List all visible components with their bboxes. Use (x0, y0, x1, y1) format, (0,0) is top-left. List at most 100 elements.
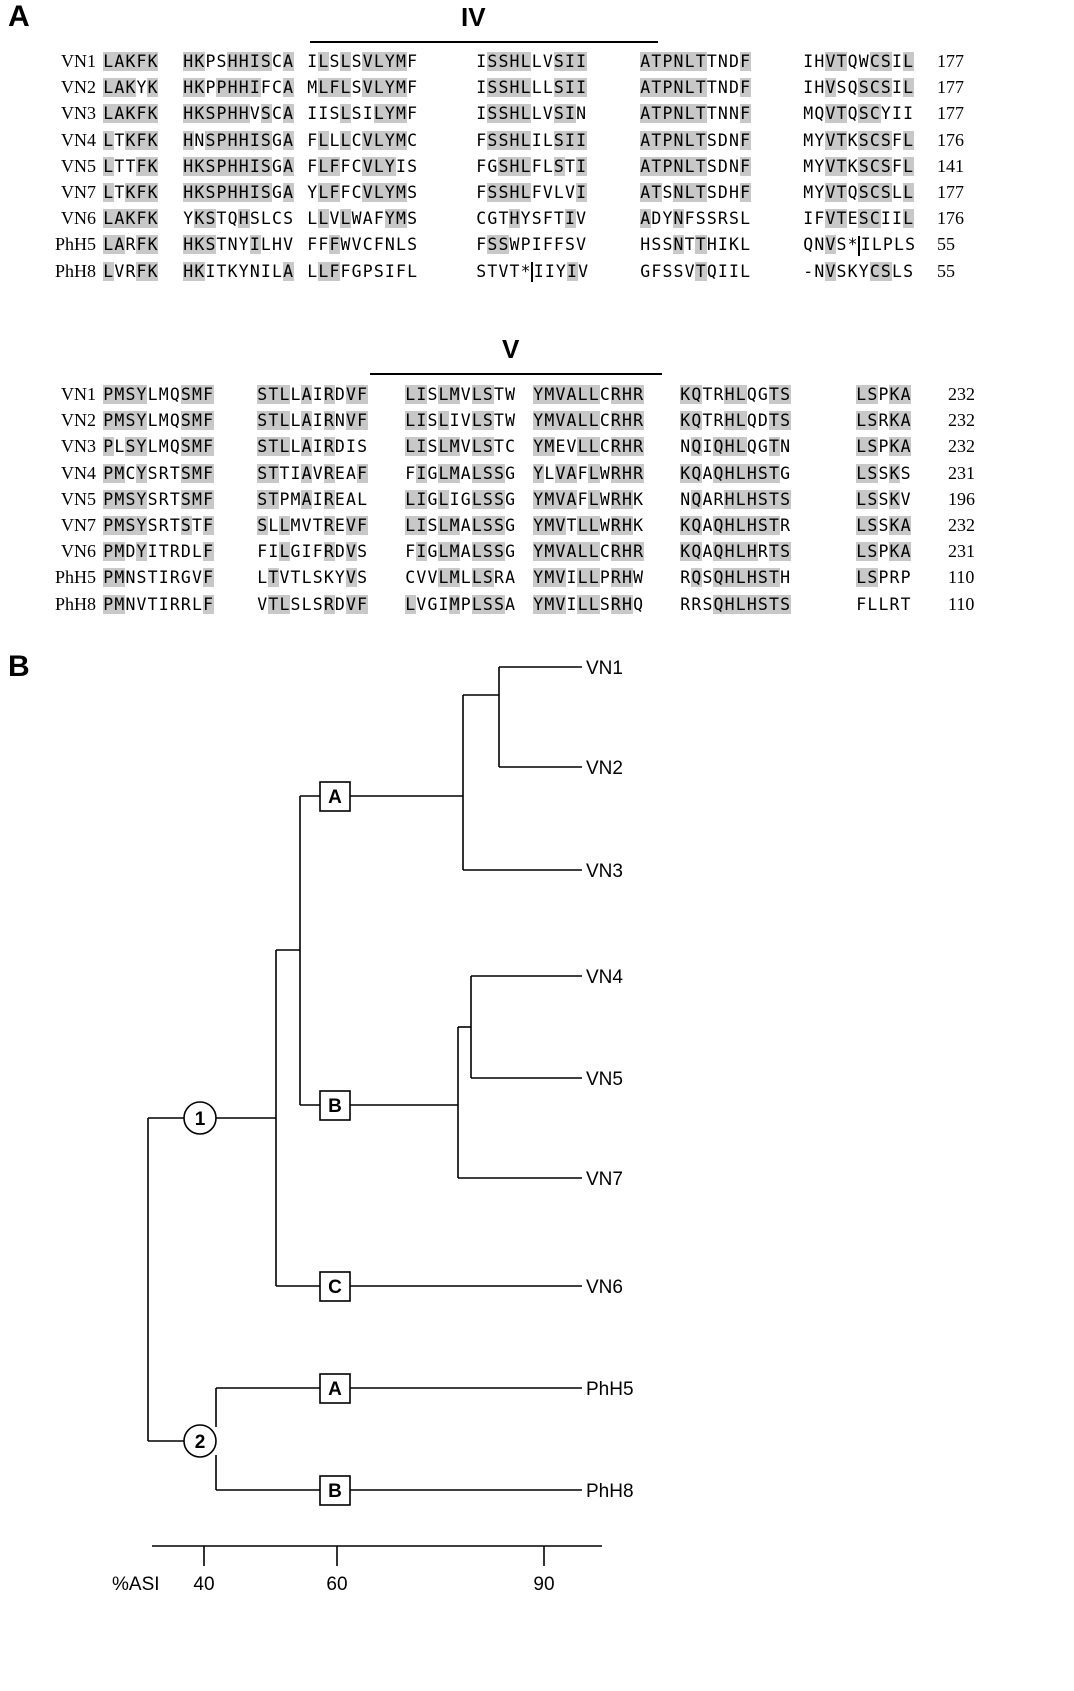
residue: L (290, 385, 302, 404)
residue: T (147, 568, 159, 588)
residue: V (345, 516, 357, 535)
residue: H (724, 463, 736, 483)
sequence-segment: FGSHLFLSTI (476, 156, 587, 176)
sequence-segment: YMVTLLWRHK (533, 516, 644, 535)
residue: A (900, 516, 912, 535)
residue: L (735, 437, 747, 457)
residue: I (312, 437, 324, 457)
residue: S (779, 411, 791, 431)
node-a1-label: A (328, 787, 342, 808)
residue: I (566, 568, 578, 588)
residue: N (729, 156, 740, 176)
residue: L (438, 568, 450, 588)
residue: K (147, 52, 159, 71)
tree-branches (147, 666, 602, 1566)
residue: Y (136, 542, 148, 562)
residue: Y (814, 183, 825, 202)
residue: C (272, 52, 283, 71)
residue: S (482, 411, 494, 431)
residue: L (520, 52, 532, 71)
residue: M (449, 385, 461, 404)
region-iv-bar (310, 41, 658, 43)
node-markers: 1 2 A B C A B (183, 781, 351, 1506)
residue: S (487, 130, 499, 150)
sequence-name: VN5 (61, 155, 96, 176)
residue: I (564, 209, 576, 229)
residue: I (860, 235, 872, 255)
residue: R (610, 437, 622, 457)
residue: M (395, 78, 407, 98)
residue: I (396, 156, 407, 176)
residue: N (673, 156, 685, 176)
residue: N (673, 104, 685, 124)
sequence-segment: LTKFK (103, 183, 159, 202)
residue: L (542, 78, 554, 98)
residue: S (702, 594, 713, 614)
residue: L (373, 183, 385, 202)
residue: S (779, 594, 791, 614)
residue: S (427, 385, 438, 404)
residue: A (282, 104, 294, 124)
residue: F (340, 261, 352, 281)
residue: H (746, 463, 758, 483)
residue: F (202, 568, 214, 588)
residue: T (268, 489, 280, 509)
residue: P (662, 130, 674, 150)
residue: S (498, 183, 510, 202)
residue: S (878, 489, 889, 509)
residue: F (340, 183, 352, 202)
residue-position: 177 (937, 77, 964, 98)
residue: G (505, 542, 516, 562)
residue: R (713, 489, 725, 509)
residue: F (318, 235, 329, 255)
residue: T (565, 156, 576, 176)
residue-position: 141 (937, 155, 964, 176)
residue: R (323, 411, 335, 431)
residue: M (191, 463, 203, 483)
residue: L (735, 516, 747, 535)
residue: I (318, 104, 329, 124)
residue: A (566, 411, 578, 431)
residue: L (257, 568, 268, 588)
residue: V (460, 437, 472, 457)
residue: P (103, 489, 115, 509)
residue: M (158, 411, 170, 431)
residue: N (673, 52, 685, 71)
residue: R (632, 411, 644, 431)
residue: V (825, 130, 837, 150)
residue: S (498, 104, 510, 124)
residue: F (136, 209, 148, 229)
sequence-segment: GFSSVTQIIL (640, 261, 751, 281)
sequence-segment: YLFFCVLYMS (307, 183, 418, 202)
residue: S (729, 209, 740, 229)
residue: L (103, 209, 115, 229)
residue: L (471, 516, 483, 535)
sequence-segment: YMVALLCRHR (533, 411, 644, 431)
residue: V (555, 385, 567, 404)
residue: L (268, 516, 279, 535)
residue: T (125, 156, 136, 176)
panel-label-b: B (8, 650, 30, 683)
residue: S (498, 78, 510, 98)
residue: T (312, 516, 324, 535)
residue: S (779, 489, 791, 509)
residue: S (482, 489, 494, 509)
residue: F (136, 183, 148, 202)
residue: F (136, 235, 148, 255)
sequence-segment: FILGIFRDVS (257, 542, 368, 562)
residue: G (272, 130, 283, 150)
residue: T (651, 104, 663, 124)
residue: H (621, 542, 633, 562)
sequence-segment: LAKFK (103, 104, 159, 124)
residue: H (509, 52, 521, 71)
residue: I (575, 130, 587, 150)
residue: S (779, 542, 791, 562)
residue: L (856, 411, 868, 431)
residue: S (867, 411, 879, 431)
residue: E (334, 463, 346, 483)
residue: H (621, 463, 633, 483)
residue: V (351, 235, 363, 255)
residue: C (351, 156, 363, 176)
residue: R (680, 594, 691, 614)
residue: R (632, 542, 644, 562)
